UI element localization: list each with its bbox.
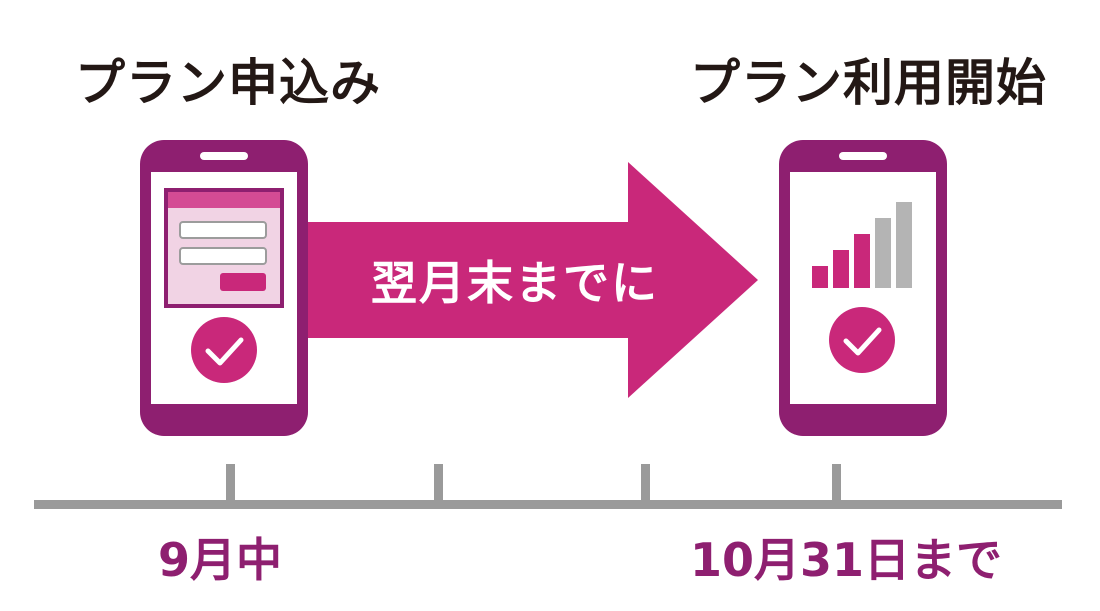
signal-bar-5 xyxy=(896,202,912,288)
signal-bar-1 xyxy=(812,266,828,288)
timeline-tick-3 xyxy=(641,464,650,504)
signal-bars-icon xyxy=(812,202,912,288)
form-field-2 xyxy=(179,247,267,265)
timeline-tick-1 xyxy=(226,464,235,504)
timeline-axis xyxy=(34,500,1062,509)
timeline-tick-4 xyxy=(832,464,841,504)
timeline-tick-2 xyxy=(434,464,443,504)
form-submit-button xyxy=(220,273,266,291)
check-circle xyxy=(191,317,257,383)
form-icon xyxy=(164,188,284,308)
timeline xyxy=(34,464,1062,509)
apply-date-label: 9月中 xyxy=(158,533,283,587)
signal-bar-2 xyxy=(833,250,849,288)
phone-start xyxy=(779,140,947,436)
signal-bar-3 xyxy=(854,234,870,288)
check-circle-icon xyxy=(829,307,895,373)
start-date-label: 10月31日まで xyxy=(690,533,1003,587)
phone-speaker xyxy=(839,152,887,160)
signal-bar-4 xyxy=(875,218,891,288)
start-heading: プラン利用開始 xyxy=(690,54,1047,112)
arrow-right-icon xyxy=(305,162,758,398)
arrow-label: 翌月末までに xyxy=(371,256,659,310)
check-mark xyxy=(205,337,244,366)
check-mark xyxy=(843,327,882,356)
form-field-1 xyxy=(179,221,267,239)
check-circle-icon xyxy=(191,317,257,383)
apply-heading: プラン申込み xyxy=(75,54,381,112)
phone-apply xyxy=(140,140,308,436)
phone-speaker xyxy=(200,152,248,160)
check-circle xyxy=(829,307,895,373)
form-header xyxy=(168,192,280,208)
arrow-shape xyxy=(305,162,758,398)
